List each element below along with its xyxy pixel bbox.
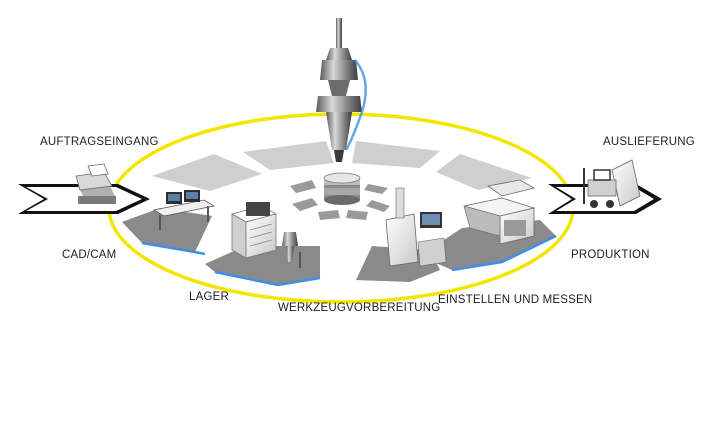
back-segments bbox=[152, 141, 532, 191]
label-cad-cam: CAD/CAM bbox=[62, 249, 117, 261]
workstation-icon bbox=[152, 190, 216, 230]
inner-segments bbox=[290, 180, 390, 220]
cnc-machine-icon bbox=[463, 179, 536, 245]
label-tool-prep: WERKZEUGVORBEREITUNG bbox=[278, 302, 441, 314]
label-delivery: AUSLIEFERUNG bbox=[603, 136, 695, 148]
tool-cabinet-icon bbox=[230, 202, 278, 259]
presetter-icon bbox=[385, 187, 447, 267]
small-tool-icon bbox=[282, 232, 301, 268]
tool-holder-icon bbox=[316, 18, 367, 162]
label-storage: LAGER bbox=[189, 291, 229, 303]
label-setup-measure: EINSTELLEN UND MESSEN bbox=[438, 294, 593, 306]
forklift-icon bbox=[583, 159, 641, 208]
label-order-entry: AUFTRAGSEINGANG bbox=[40, 136, 159, 148]
label-production: PRODUKTION bbox=[571, 249, 650, 261]
database-icon bbox=[323, 172, 361, 205]
printer-icon bbox=[75, 163, 116, 204]
